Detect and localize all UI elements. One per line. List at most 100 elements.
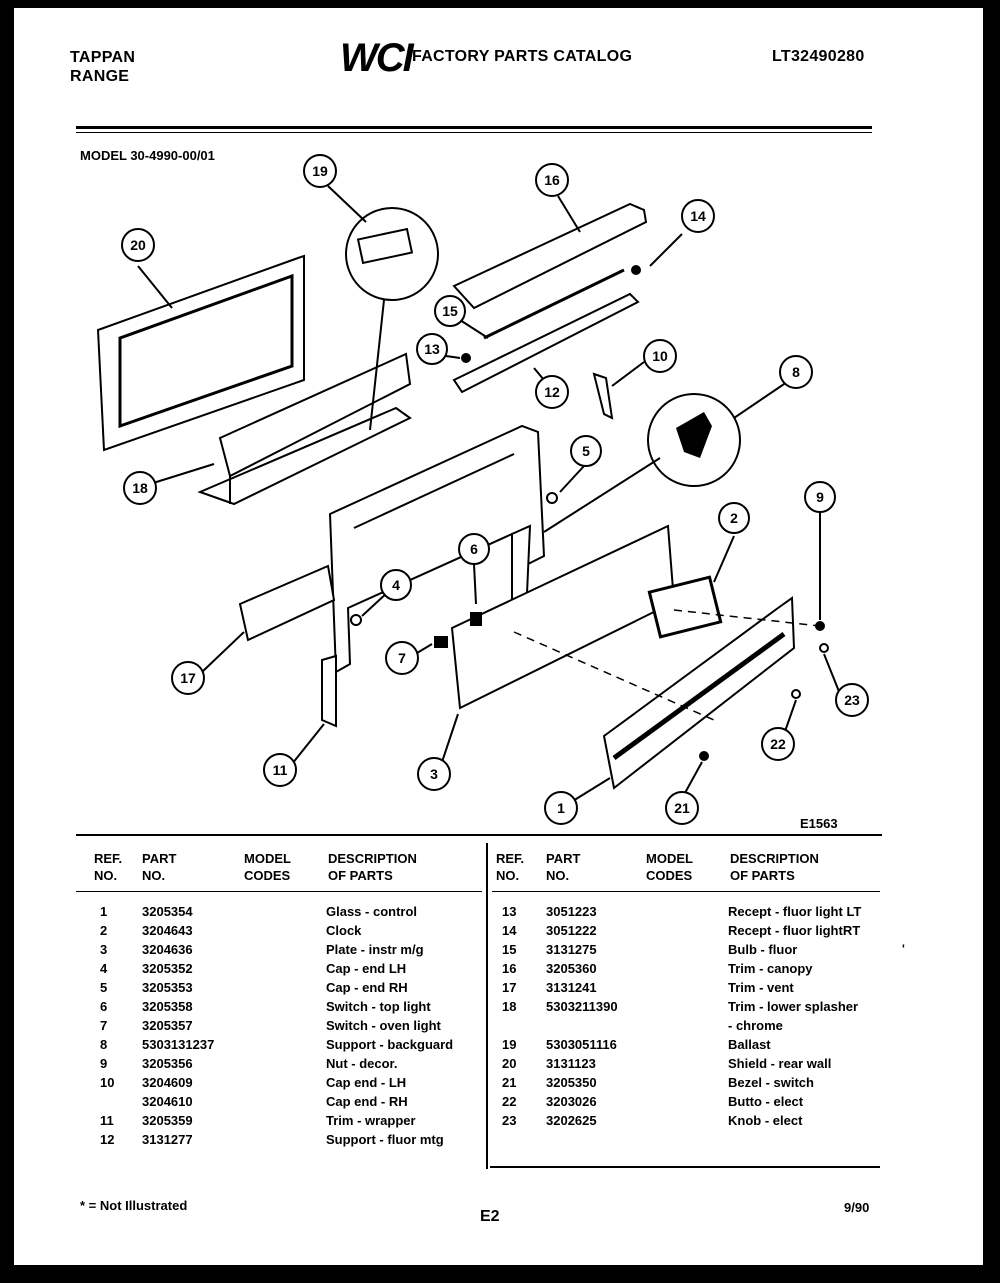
brand-line-1: TAPPAN [70,49,136,66]
table-row-ref: 18 [502,999,517,1014]
table-row-ref: 22 [502,1094,517,1109]
table-row-desc: Trim - canopy [728,961,813,976]
table-row-desc: Butto - elect [728,1094,804,1109]
svg-text:10: 10 [652,348,668,364]
table-row-desc: Plate - instr m/g [326,942,424,957]
callout-11: 11 [263,753,297,787]
header-model-line2: CODES [244,868,291,883]
table-row-desc: Trim - lower splasher [728,999,859,1014]
svg-text:8: 8 [792,364,800,380]
table-row-part: 3131277 [142,1132,193,1147]
callout-15: 15 [434,295,466,327]
svg-text:19: 19 [312,163,328,179]
canopy-trim-part [452,202,648,310]
table-row-ref: 8 [100,1037,108,1052]
callout-21: 21 [665,791,699,825]
table-row-desc: Glass - control [326,904,418,919]
exploded-parts-diagram: 1 2 3 4 5 6 7 8 9 10 11 12 13 14 15 16 1… [96,154,869,825]
catalog-date: 9/90 [844,1200,870,1215]
header-desc-line1: DESCRIPTION [328,851,417,866]
header-part-line2-right: NO. [546,868,570,883]
header-model-line1: MODEL [244,851,291,866]
table-row-desc: Switch - oven light [326,1018,441,1033]
svg-text:7: 7 [398,650,406,666]
header-part-line2: NO. [142,868,166,883]
header-part-no-right: PART NO. [546,850,580,884]
table-top-rule [76,834,882,836]
table-row-desc: Recept - fluor light LT [728,904,862,919]
table-row-desc: Cap end - LH [326,1075,407,1090]
assembly-lines [513,609,821,721]
table-row-part: 3205354 [142,904,193,919]
header-part-line1: PART [142,851,177,866]
fluor-support-part [452,292,640,394]
table-row-part: 3131275 [546,942,597,957]
table-row-desc: Support - backguard [326,1037,454,1052]
header-part-no: PART NO. [142,850,176,884]
table-row-desc: Shield - rear wall [728,1056,832,1071]
receptacle-left-part [461,353,471,363]
table-row-ref: 17 [502,980,517,995]
table-row-part: 3051222 [546,923,597,938]
svg-text:15: 15 [442,303,458,319]
table-row-part: 3202625 [546,1113,597,1128]
switch-bezel-part [699,751,709,761]
parts-catalog-page: TAPPAN RANGE WCI FACTORY PARTS CATALOG L… [14,8,983,1265]
table-row-ref: 13 [502,904,517,919]
svg-text:18: 18 [132,480,148,496]
callout-13: 13 [416,333,448,365]
table-row-ref: 7 [100,1018,108,1033]
table-row-desc: Ballast [728,1037,771,1052]
svg-text:6: 6 [470,541,478,557]
callout-23: 23 [835,683,869,717]
stray-mark: ' [902,942,905,956]
table-row-ref: 16 [502,961,517,976]
table-row-ref: 5 [100,980,108,995]
table-row-part: 5303211390 [546,999,618,1014]
leader-lines [137,185,841,805]
header-desc-line2-right: OF PARTS [730,868,795,883]
callout-4: 4 [380,569,412,601]
lower-splasher-trim-part [197,352,412,506]
top-light-switch-part [470,612,482,626]
table-row-ref: 15 [502,942,517,957]
svg-text:2: 2 [730,510,738,526]
svg-text:22: 22 [770,736,786,752]
vent-trim-part [238,564,336,642]
svg-text:11: 11 [273,762,288,778]
table-row-part: 3204643 [142,923,193,938]
svg-text:9: 9 [816,489,824,505]
callout-22: 22 [761,727,795,761]
table-row-desc: Bezel - switch [728,1075,814,1090]
svg-text:3: 3 [430,766,438,782]
table-row-ref: 9 [100,1056,108,1071]
header-model-codes-right: MODEL CODES [646,850,693,884]
table-row-part: 3051223 [546,904,597,919]
callout-5: 5 [570,435,602,467]
table-header-rule-right [492,891,880,892]
table-row-ref: 20 [502,1056,517,1071]
table-row-part: 3205356 [142,1056,193,1071]
table-row-part: 3205359 [142,1113,193,1128]
figure-id: E1563 [800,816,838,831]
callout-16: 16 [535,163,569,197]
oven-light-switch-part [434,636,448,648]
table-row-part: 3131123 [546,1056,596,1071]
svg-text:20: 20 [130,237,146,253]
callout-10: 10 [643,339,677,373]
table-row-part: 3204610 [142,1094,193,1109]
cap-end-rh-part [546,492,558,504]
table-row-ref: 23 [502,1113,517,1128]
receptacle-right-part [631,265,641,275]
header-rule-thin [76,132,872,133]
table-row-part: 3204636 [142,942,193,957]
table-row-desc: - chrome [728,1018,783,1033]
callout-14: 14 [681,199,715,233]
clock-part [647,575,723,639]
header-model-line2-right: CODES [646,868,693,883]
ballast-inset-part [345,207,439,431]
svg-text:1: 1 [557,800,565,816]
header-ref-line2: NO. [94,868,118,883]
catalog-title: FACTORY PARTS CATALOG [412,48,633,65]
table-row-part: 3131241 [546,980,597,995]
